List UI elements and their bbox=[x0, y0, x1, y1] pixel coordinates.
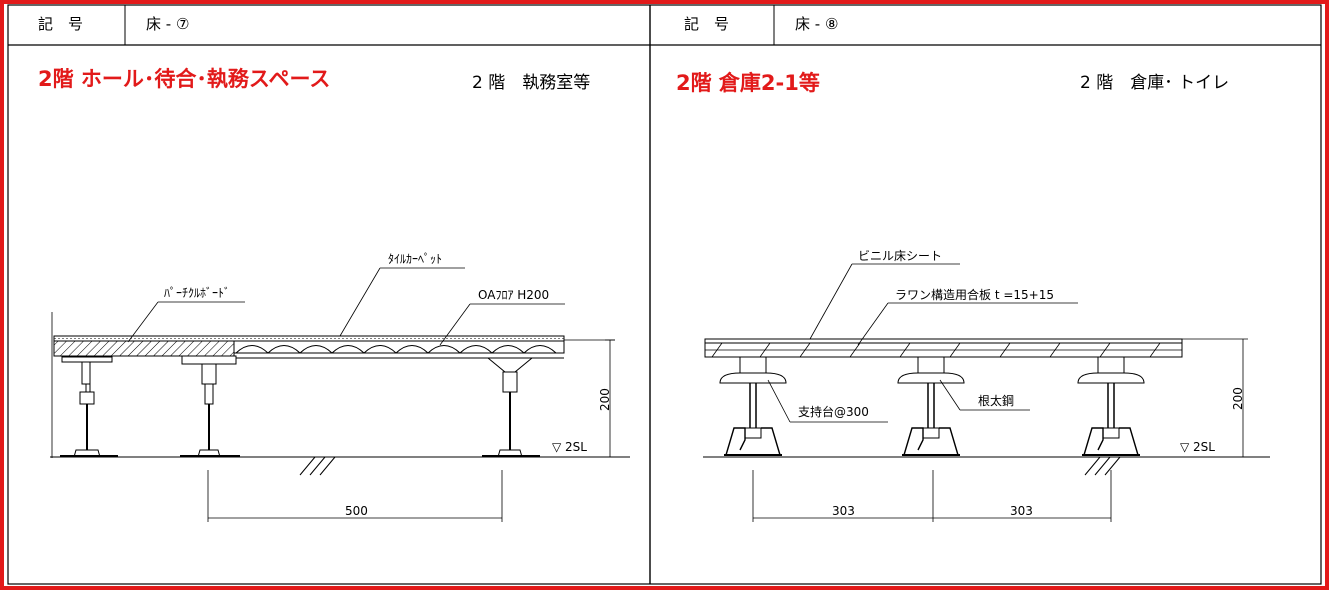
dim-height-right: 200 bbox=[1231, 387, 1245, 410]
dim-span-right-2: 303 bbox=[1010, 504, 1033, 518]
level-right: ▽ 2SL bbox=[1180, 440, 1215, 454]
header-label-right: 記 号 bbox=[684, 15, 729, 33]
label-vinyl-sheet: ビニル床シート bbox=[858, 249, 942, 263]
label-tile-carpet: ﾀｲﾙｶｰﾍﾟｯﾄ bbox=[388, 252, 442, 266]
title-black-right: 2 階 倉庫･ トイレ bbox=[1080, 73, 1229, 93]
label-particle-board: ﾊﾟｰﾁｸﾙﾎﾞｰﾄﾞ bbox=[164, 286, 230, 300]
label-support: 支持台@300 bbox=[798, 404, 869, 419]
vinyl-sheet bbox=[704, 338, 1183, 344]
right-section-diagram bbox=[703, 263, 1270, 522]
inner-frame bbox=[7, 4, 1322, 585]
title-black-left: 2 階 執務室等 bbox=[472, 73, 590, 93]
title-red-left: 2階 ホール･待合･執務スペース bbox=[38, 67, 330, 91]
label-joist: 根太鋼 bbox=[978, 393, 1014, 408]
header-label-left: 記 号 bbox=[38, 15, 83, 33]
label-lauan-plywood: ラワン構造用合板 t =15+15 bbox=[895, 287, 1054, 302]
level-left: ▽ 2SL bbox=[552, 440, 587, 454]
left-section-diagram bbox=[50, 267, 630, 522]
title-red-right: 2階 倉庫2-1等 bbox=[676, 71, 820, 95]
label-access-floor: OAﾌﾛｱ H200 bbox=[478, 288, 549, 302]
header-code-left: 床 - ⑦ bbox=[146, 15, 189, 33]
header-code-right: 床 - ⑧ bbox=[795, 15, 838, 33]
access-floor-panel bbox=[233, 340, 565, 354]
dim-height-left: 200 bbox=[598, 388, 612, 411]
dim-span-left: 500 bbox=[345, 504, 368, 518]
dim-span-right-1: 303 bbox=[832, 504, 855, 518]
particle-board bbox=[53, 339, 235, 357]
